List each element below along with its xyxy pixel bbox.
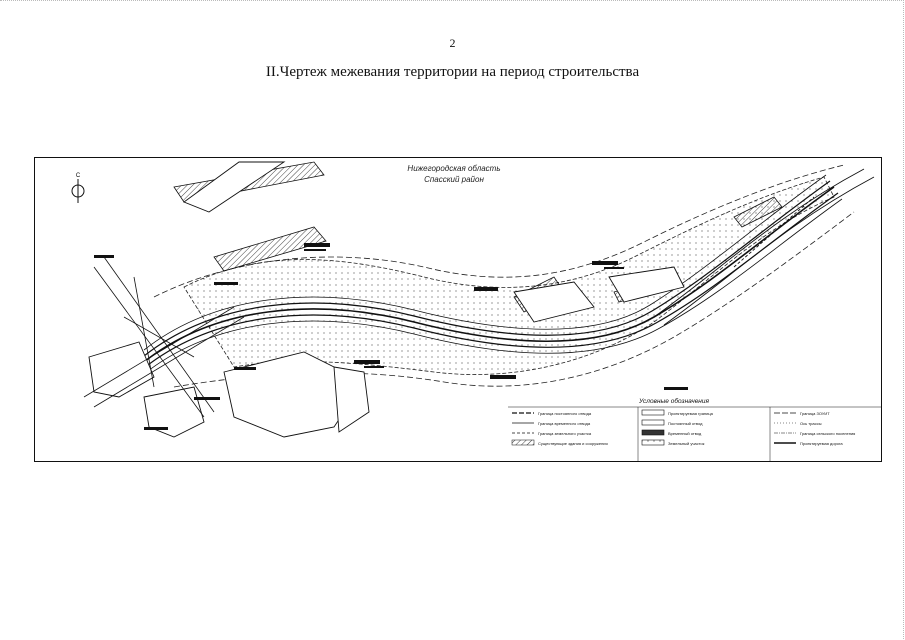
existing-road xyxy=(653,168,875,326)
legend-item-0: Граница постоянного отвода xyxy=(538,411,592,416)
permanent-boundary-line xyxy=(153,164,845,298)
page-title: II.Чертеж межевания территории на период… xyxy=(265,64,640,80)
survey-drawing-svg: Нижегородская область Спасский район C xyxy=(34,157,882,462)
corridor-boundary xyxy=(183,176,835,375)
land-parcels xyxy=(88,161,685,438)
legend-item-2: Граница земельного участка xyxy=(538,431,592,436)
legend-item-1: Граница временного отвода xyxy=(538,421,591,426)
legend-item-8: Граница ЗОУИТ xyxy=(800,411,830,416)
district-label: Спасский район xyxy=(424,175,484,184)
legend-item-10: Граница сельского поселения xyxy=(800,431,855,436)
intersection xyxy=(83,256,245,418)
legend-title: Условные обозначения xyxy=(638,397,709,405)
survey-drawing: Нижегородская область Спасский район C xyxy=(34,157,882,462)
north-arrow-icon: C xyxy=(71,173,85,203)
north-label: C xyxy=(76,173,81,179)
legend: Условные обозначения Граница постоянного… xyxy=(508,397,881,461)
legend-item-7: Земельный участок xyxy=(668,441,705,446)
legend-item-3: Существующие здания и сооружения xyxy=(538,441,608,446)
legend-item-5: Постоянный отвод xyxy=(668,421,703,426)
legend-item-6: Временный отвод xyxy=(668,431,702,436)
legend-item-11: Проектируемая дорога xyxy=(800,441,843,446)
page-number: 2 xyxy=(449,36,456,50)
legend-item-4: Проектируемая граница xyxy=(668,411,714,416)
region-label: Нижегородская область xyxy=(407,164,500,173)
map-annotations xyxy=(94,243,688,430)
legend-item-9: Ось трассы xyxy=(800,421,822,426)
